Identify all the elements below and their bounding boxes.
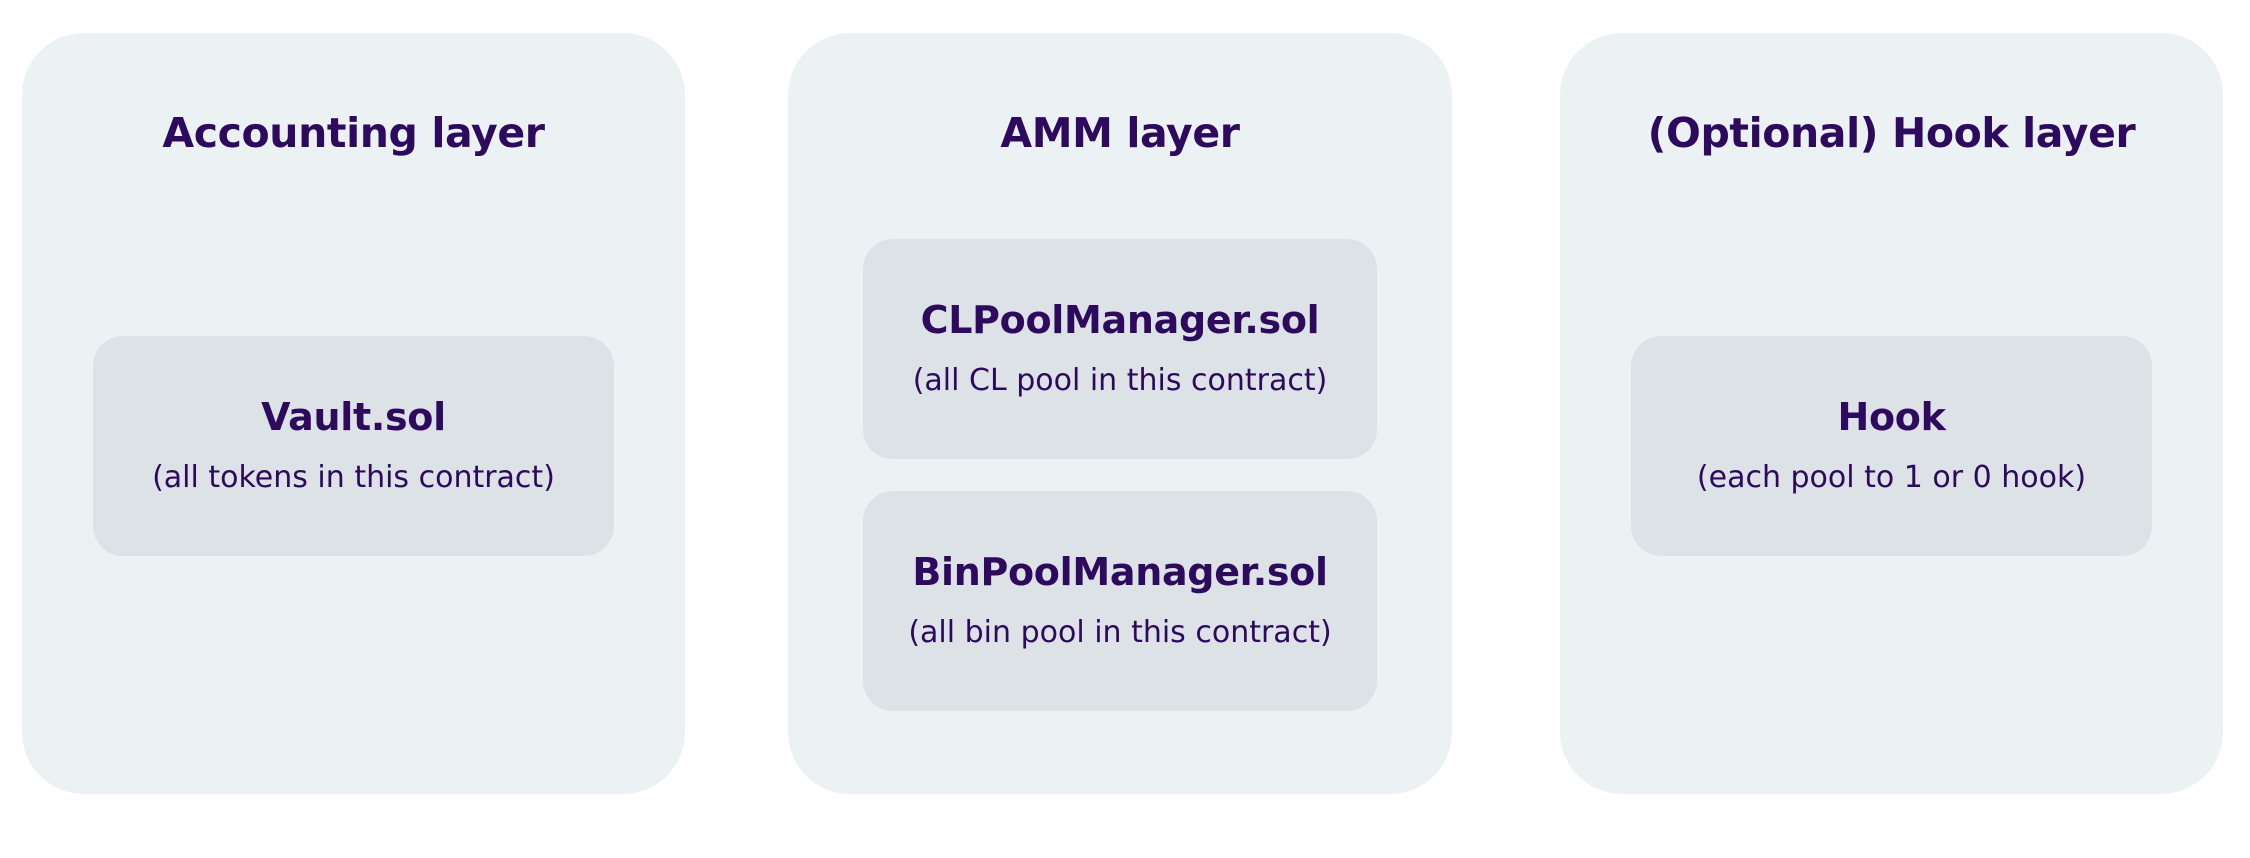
contract-name-hook: Hook	[1837, 395, 1946, 440]
contract-name-vault: Vault.sol	[261, 395, 446, 440]
contract-box-clpoolmanager: CLPoolManager.sol (all CL pool in this c…	[863, 239, 1377, 459]
layer-card-amm: AMM layer CLPoolManager.sol (all CL pool…	[788, 33, 1452, 794]
contract-note-binpoolmanager: (all bin pool in this contract)	[908, 614, 1332, 650]
layer-title-accounting: Accounting layer	[162, 109, 545, 157]
contract-name-binpoolmanager: BinPoolManager.sol	[912, 550, 1328, 595]
contract-note-hook: (each pool to 1 or 0 hook)	[1696, 459, 2087, 495]
contract-box-vault: Vault.sol (all tokens in this contract)	[93, 336, 614, 556]
layer-card-hook: (Optional) Hook layer Hook (each pool to…	[1560, 33, 2223, 794]
layer-title-amm: AMM layer	[1000, 109, 1240, 157]
contract-note-clpoolmanager: (all CL pool in this contract)	[912, 362, 1328, 398]
contract-box-binpoolmanager: BinPoolManager.sol (all bin pool in this…	[863, 491, 1377, 711]
layer-card-accounting: Accounting layer Vault.sol (all tokens i…	[22, 33, 685, 794]
contract-box-hook: Hook (each pool to 1 or 0 hook)	[1631, 336, 2152, 556]
layer-title-hook: (Optional) Hook layer	[1647, 109, 2136, 157]
contract-name-clpoolmanager: CLPoolManager.sol	[920, 298, 1320, 343]
contract-note-vault: (all tokens in this contract)	[152, 459, 555, 495]
